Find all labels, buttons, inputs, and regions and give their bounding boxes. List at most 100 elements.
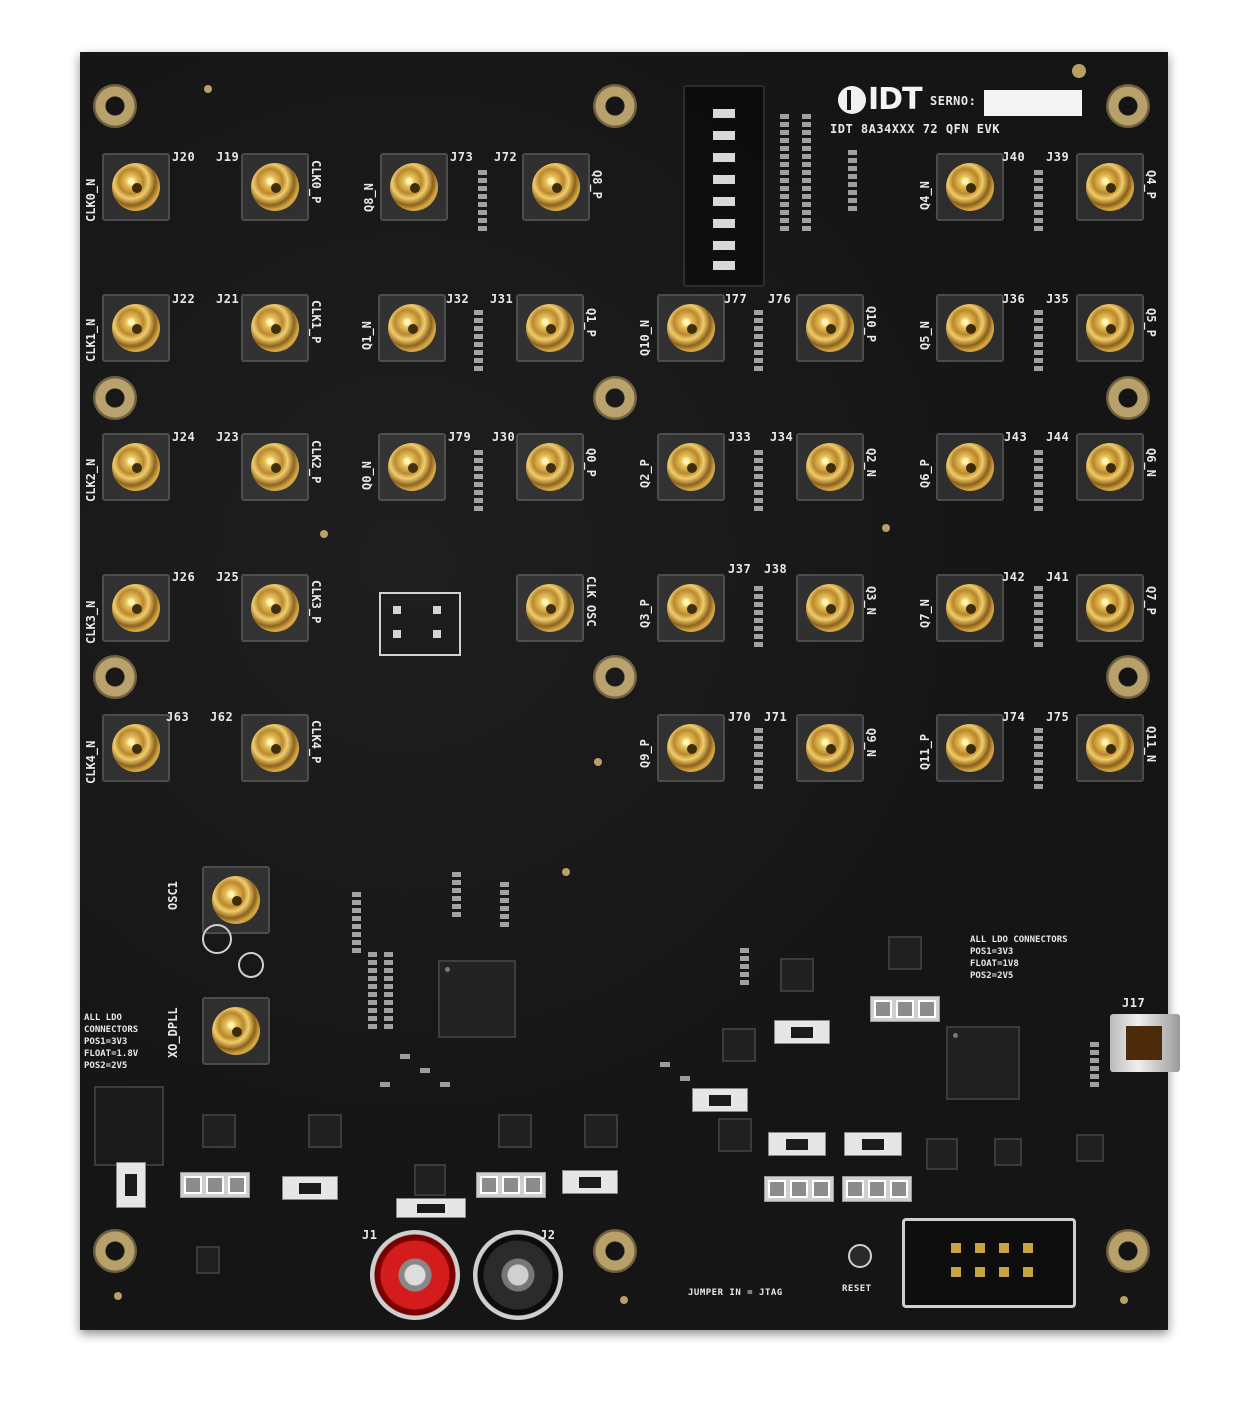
mounting-hole — [1106, 655, 1150, 699]
connector-net-label: CLK4_N — [84, 740, 98, 784]
sma-connector[interactable] — [102, 153, 170, 221]
dip-switch[interactable] — [683, 85, 765, 287]
sma-connector[interactable] — [936, 574, 1004, 642]
sma-connector[interactable] — [516, 294, 584, 362]
usb-port[interactable] — [1110, 1014, 1180, 1072]
jumper[interactable] — [116, 1162, 146, 1208]
resistor-array — [474, 310, 483, 371]
sma-connector[interactable] — [241, 714, 309, 782]
reset-button[interactable] — [848, 1244, 872, 1268]
connector-net-label: CLK0_P — [309, 160, 323, 204]
sma-connector[interactable] — [378, 433, 446, 501]
connector-net-label: Q10_N — [638, 319, 652, 356]
brand-logo: IDT — [868, 82, 923, 117]
mounting-hole — [1106, 84, 1150, 128]
oscillator-footprint — [379, 592, 461, 656]
jumper[interactable] — [692, 1088, 748, 1112]
ldo-note-left: ALL LDO CONNECTORS POS1=3V3 FLOAT=1.8V P… — [84, 1013, 139, 1071]
jumper[interactable] — [774, 1020, 830, 1044]
sma-connector[interactable] — [796, 574, 864, 642]
resistor-array — [1090, 1042, 1099, 1087]
connector-ref: J77 — [724, 292, 748, 306]
jumper[interactable] — [562, 1170, 618, 1194]
sma-connector[interactable] — [1076, 153, 1144, 221]
connector-net-label: CLK1_P — [309, 300, 323, 344]
connector-ref: J41 — [1046, 570, 1070, 584]
jumper[interactable] — [282, 1176, 338, 1200]
smd-component — [440, 1082, 450, 1087]
sma-connector[interactable] — [796, 433, 864, 501]
sma-connector[interactable] — [936, 294, 1004, 362]
smd-component — [400, 1054, 410, 1059]
sma-connector[interactable] — [378, 294, 446, 362]
sma-connector[interactable] — [1076, 433, 1144, 501]
test-loop — [238, 952, 264, 978]
connector-ref: J32 — [446, 292, 470, 306]
sma-connector[interactable] — [522, 153, 590, 221]
connector-net-label: CLK2_P — [309, 440, 323, 484]
connector-ref: J23 — [216, 430, 240, 444]
resistor-array — [500, 882, 509, 927]
xo-dpll-label: XO_DPLL — [166, 1007, 180, 1058]
ldo-select-header[interactable] — [870, 996, 940, 1022]
sma-connector[interactable] — [241, 433, 309, 501]
sma-connector[interactable] — [657, 574, 725, 642]
idt-logo-icon — [838, 86, 866, 114]
ground-binding-post-black[interactable] — [473, 1230, 563, 1320]
sma-connector[interactable] — [516, 433, 584, 501]
sma-connector[interactable] — [380, 153, 448, 221]
sma-connector[interactable] — [1076, 294, 1144, 362]
connector-ref: J73 — [450, 150, 474, 164]
sma-connector[interactable] — [102, 574, 170, 642]
resistor-array — [740, 948, 749, 985]
sma-connector[interactable] — [1076, 574, 1144, 642]
connector-net-label: Q9_P — [638, 739, 652, 768]
sma-connector[interactable] — [936, 153, 1004, 221]
sma-connector[interactable] — [516, 574, 584, 642]
sma-connector[interactable] — [102, 433, 170, 501]
sma-connector[interactable] — [202, 997, 270, 1065]
sma-connector[interactable] — [657, 714, 725, 782]
resistor-array — [754, 586, 763, 647]
jumper[interactable] — [768, 1132, 826, 1156]
connector-net-label: Q7_P — [1144, 586, 1158, 615]
connector-ref: J43 — [1004, 430, 1028, 444]
sma-connector[interactable] — [657, 433, 725, 501]
sma-connector[interactable] — [102, 294, 170, 362]
jtag-header[interactable] — [902, 1218, 1076, 1308]
smd-component — [380, 1082, 390, 1087]
reset-label: RESET — [842, 1284, 872, 1294]
connector-ref: J33 — [728, 430, 752, 444]
usb-label: J17 — [1122, 996, 1146, 1010]
sma-connector[interactable] — [657, 294, 725, 362]
regulator-ic — [202, 1114, 236, 1148]
connector-ref: J31 — [490, 292, 514, 306]
sma-connector[interactable] — [241, 574, 309, 642]
sma-connector[interactable] — [102, 714, 170, 782]
sma-connector[interactable] — [241, 153, 309, 221]
mounting-hole — [593, 84, 637, 128]
sma-connector[interactable] — [936, 433, 1004, 501]
connector-net-label: Q11_P — [918, 733, 932, 770]
connector-ref: J72 — [494, 150, 518, 164]
jumper[interactable] — [844, 1132, 902, 1156]
ldo-select-header[interactable] — [842, 1176, 912, 1202]
sma-connector[interactable] — [936, 714, 1004, 782]
sma-connector[interactable] — [1076, 714, 1144, 782]
sma-connector[interactable] — [796, 294, 864, 362]
ldo-select-header[interactable] — [180, 1172, 250, 1198]
sma-connector[interactable] — [241, 294, 309, 362]
connector-ref: J63 — [166, 710, 190, 724]
power-binding-post-red[interactable] — [370, 1230, 460, 1320]
evaluation-board: IDT SERNO: IDT 8A34XXX 72 QFN EVK J20 CL… — [80, 52, 1180, 1330]
connector-ref: J36 — [1002, 292, 1026, 306]
sma-connector[interactable] — [796, 714, 864, 782]
ldo-select-header[interactable] — [476, 1172, 546, 1198]
connector-ref: J25 — [216, 570, 240, 584]
connector-net-label: Q1_N — [360, 321, 374, 350]
jumper[interactable] — [396, 1198, 466, 1218]
sma-connector[interactable] — [202, 866, 270, 934]
resistor-array — [754, 728, 763, 789]
ldo-select-header[interactable] — [764, 1176, 834, 1202]
connector-net-label: Q11_N — [1144, 726, 1158, 763]
